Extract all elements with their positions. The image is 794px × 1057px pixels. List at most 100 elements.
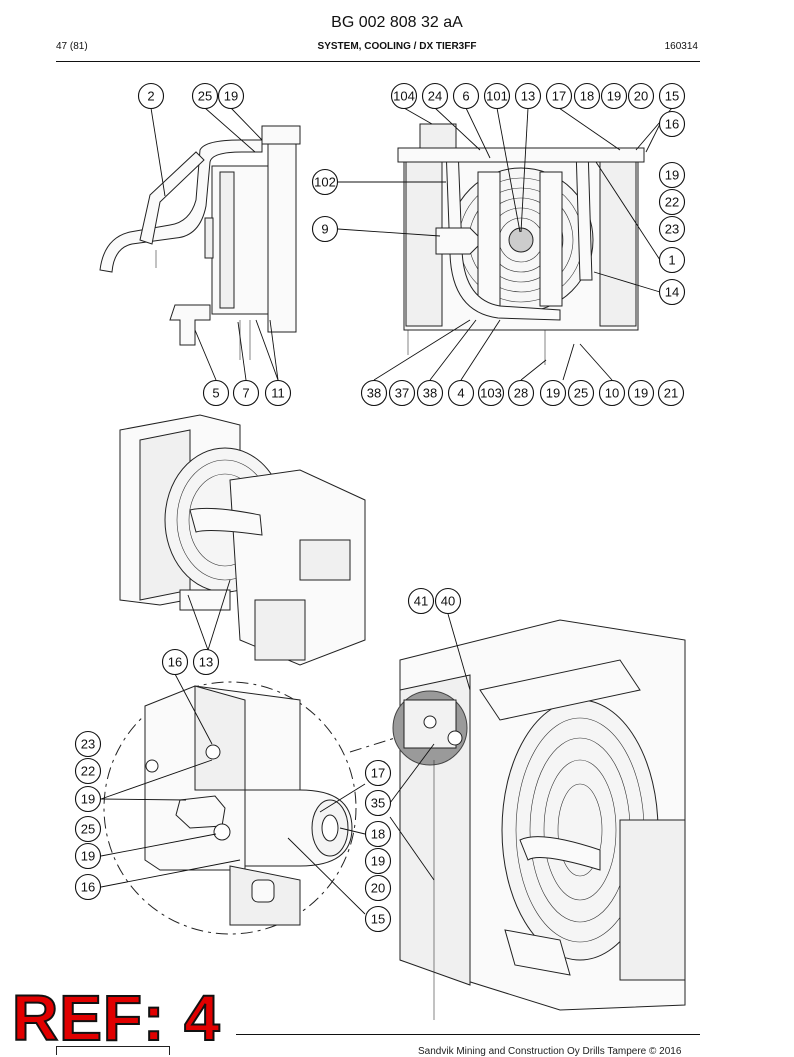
callout-bubble: 24	[421, 82, 449, 110]
callout-bubble: 101	[483, 82, 511, 110]
callout-number: 24	[428, 89, 442, 104]
callout-bubble: 22	[658, 188, 686, 216]
callout-number: 1	[668, 253, 675, 268]
callout-number: 40	[441, 594, 455, 609]
callout-number: 17	[552, 89, 566, 104]
callout-bubble: 102	[311, 168, 339, 196]
section-title: SYSTEM, COOLING / DX TIER3FF	[317, 41, 477, 52]
callouts-large-view: 41 40	[407, 587, 462, 615]
callout-number: 38	[367, 386, 381, 401]
callout-number: 23	[81, 737, 95, 752]
callout-number: 4	[457, 386, 464, 401]
callout-bubble: 25	[191, 82, 219, 110]
callout-number: 19	[81, 849, 95, 864]
leader-lines	[100, 107, 673, 915]
date-code: 160314	[664, 41, 698, 52]
callout-number: 17	[371, 766, 385, 781]
callout-number: 16	[81, 880, 95, 895]
iso-view-engine	[119, 414, 366, 666]
callout-number: 18	[580, 89, 594, 104]
callouts-detail-left: 23 22 19 25 19 16	[74, 730, 102, 901]
callout-bubble: 16	[74, 873, 102, 901]
reference-stamp: REF: 4	[11, 982, 221, 1054]
callout-number: 15	[371, 912, 385, 927]
callout-bubble: 23	[658, 215, 686, 243]
callout-number: 16	[168, 655, 182, 670]
callout-bubble: 19	[74, 842, 102, 870]
callout-bubble: 22	[74, 757, 102, 785]
callout-number: 19	[634, 386, 648, 401]
callout-bubble: 104	[390, 82, 418, 110]
callout-bubble: 7	[232, 379, 260, 407]
callouts-detail-right: 17 35 18 19 20 15	[364, 759, 392, 933]
callout-bubble: 2	[137, 82, 165, 110]
callout-bubble: 38	[416, 379, 444, 407]
callout-number: 23	[665, 222, 679, 237]
callout-bubble: 10	[598, 379, 626, 407]
callout-bubble: 1	[658, 246, 686, 274]
document-id: BG 002 808 32 aA	[331, 14, 463, 31]
callout-number: 2	[147, 89, 154, 104]
callouts-iso-view: 16 13	[161, 648, 220, 676]
callout-number: 9	[321, 222, 328, 237]
callout-bubble: 103	[477, 379, 505, 407]
callout-bubble: 14	[658, 278, 686, 306]
large-view-radiator	[392, 619, 686, 1020]
callout-bubble: 19	[364, 847, 392, 875]
callout-bubble: 16	[658, 110, 686, 138]
callout-bubble: 20	[627, 82, 655, 110]
callout-bubble: 20	[364, 874, 392, 902]
company-logo	[56, 1046, 170, 1055]
callout-bubble: 19	[627, 379, 655, 407]
callout-number: 19	[665, 168, 679, 183]
callout-bubble: 15	[364, 905, 392, 933]
callout-bubble: 15	[658, 82, 686, 110]
callout-number: 10	[605, 386, 619, 401]
callout-bubble: 41	[407, 587, 435, 615]
callout-number: 104	[393, 89, 415, 104]
callout-number: 21	[664, 386, 678, 401]
callout-number: 41	[414, 594, 428, 609]
callout-number: 5	[212, 386, 219, 401]
callout-bubble: 9	[311, 215, 339, 243]
callout-number: 13	[521, 89, 535, 104]
header-rule	[56, 61, 700, 62]
callout-number: 19	[81, 792, 95, 807]
callout-number: 103	[480, 386, 502, 401]
callout-bubble: 21	[657, 379, 685, 407]
callout-bubble: 35	[364, 789, 392, 817]
callout-number: 19	[546, 386, 560, 401]
callouts-front-view-bottom: 38 37 38 4 103 28 19 25 10 19 21	[360, 379, 685, 407]
callout-number: 11	[271, 386, 285, 401]
callouts-side-view: 2 25 19 5 7 11	[137, 82, 292, 407]
callout-number: 102	[314, 175, 336, 190]
callout-bubble: 13	[514, 82, 542, 110]
callout-bubble: 17	[364, 759, 392, 787]
callout-bubble: 38	[360, 379, 388, 407]
callout-number: 25	[198, 89, 212, 104]
callout-number: 22	[665, 195, 679, 210]
callout-bubble: 25	[567, 379, 595, 407]
callouts-front-view-top: 104 24 6 101 13 17 18 19 20 15 16 19 22 …	[311, 82, 686, 306]
callout-number: 19	[224, 89, 238, 104]
callout-number: 25	[574, 386, 588, 401]
callout-number: 35	[371, 796, 385, 811]
callout-number: 18	[371, 827, 385, 842]
callout-number: 38	[423, 386, 437, 401]
callout-bubble: 19	[74, 785, 102, 813]
callout-number: 20	[634, 89, 648, 104]
callout-number: 19	[607, 89, 621, 104]
callout-bubble: 4	[447, 379, 475, 407]
callout-bubble: 28	[507, 379, 535, 407]
callout-bubble: 25	[74, 815, 102, 843]
callout-number: 15	[665, 89, 679, 104]
callout-bubble: 19	[658, 161, 686, 189]
callout-number: 25	[81, 822, 95, 837]
callout-bubble: 17	[545, 82, 573, 110]
callout-bubble: 40	[434, 587, 462, 615]
callout-number: 101	[486, 89, 508, 104]
callout-bubble: 18	[364, 820, 392, 848]
callout-bubble: 11	[264, 379, 292, 407]
callout-bubble: 23	[74, 730, 102, 758]
